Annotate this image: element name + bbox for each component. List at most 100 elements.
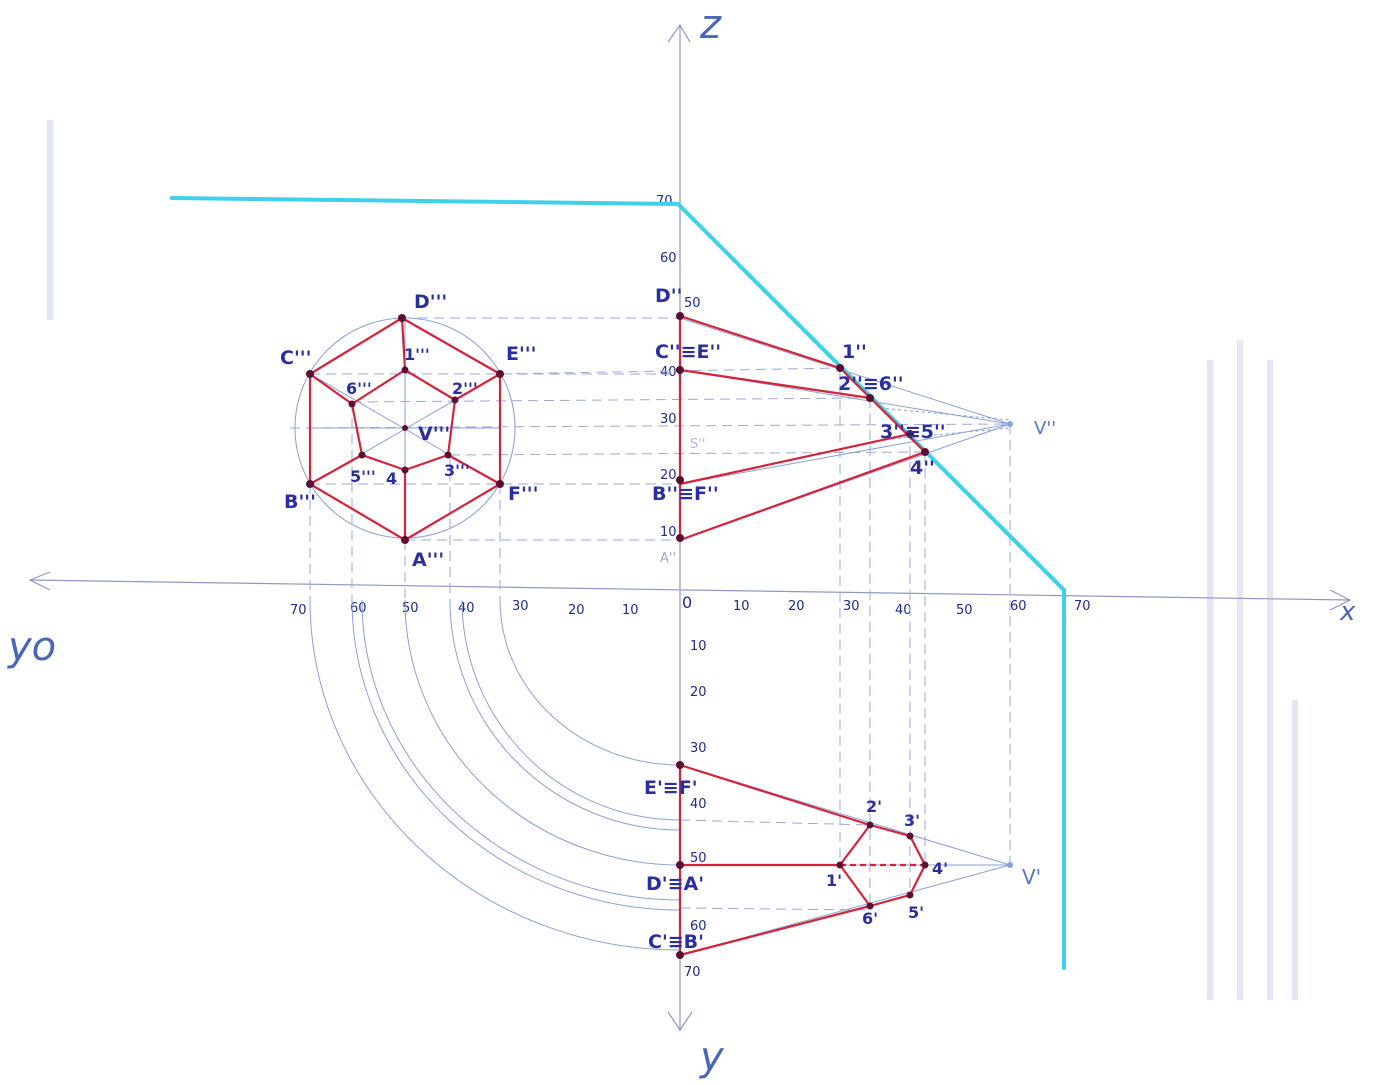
point bbox=[676, 861, 684, 869]
front-label-D: D'' bbox=[655, 285, 682, 307]
yo-tick: 20 bbox=[568, 603, 585, 618]
point bbox=[348, 400, 356, 408]
z-tick: 10 bbox=[660, 525, 677, 540]
point bbox=[451, 396, 459, 404]
point bbox=[496, 480, 504, 488]
point bbox=[306, 370, 314, 378]
x-tick: 40 bbox=[895, 603, 912, 618]
point bbox=[921, 861, 929, 869]
point bbox=[921, 448, 929, 456]
point bbox=[306, 480, 314, 488]
top-label-6: 6' bbox=[862, 909, 878, 928]
point bbox=[496, 370, 504, 378]
x-axis-label: x bbox=[1339, 597, 1356, 627]
front-label-BF: B''≡F'' bbox=[652, 483, 719, 505]
x-tick: 70 bbox=[1074, 599, 1091, 614]
z-tick: 50 bbox=[684, 296, 701, 311]
top-label-5: 5' bbox=[908, 903, 924, 922]
yo-axis-label: yo bbox=[7, 624, 56, 670]
side-label-V: V''' bbox=[418, 423, 450, 445]
point bbox=[676, 366, 684, 374]
y-tick: 30 bbox=[690, 741, 707, 756]
y-tick: 20 bbox=[690, 685, 707, 700]
point bbox=[401, 536, 409, 544]
point bbox=[836, 861, 844, 869]
top-label-1: 1' bbox=[826, 871, 842, 890]
y-ticks: 10 20 30 40 50 60 70 bbox=[684, 639, 707, 980]
x-tick: 10 bbox=[733, 599, 750, 614]
yo-tick: 10 bbox=[622, 603, 639, 618]
point bbox=[676, 534, 684, 542]
z-tick: 40 bbox=[660, 365, 677, 380]
front-label-S: S'' bbox=[690, 437, 705, 452]
top-label-4: 4' bbox=[932, 859, 948, 878]
point bbox=[676, 951, 684, 959]
front-label-A: A'' bbox=[660, 551, 676, 566]
point bbox=[676, 476, 684, 484]
point bbox=[906, 832, 914, 840]
x-tick: 60 bbox=[1010, 599, 1027, 614]
y-tick: 10 bbox=[690, 639, 707, 654]
y-tick: 70 bbox=[684, 965, 701, 980]
front-label-3-5: 3''≡5'' bbox=[880, 421, 946, 443]
point bbox=[676, 312, 684, 320]
top-label-2: 2' bbox=[866, 797, 882, 816]
top-label-DA: D'≡A' bbox=[646, 873, 704, 895]
point bbox=[401, 466, 409, 474]
front-label-CE: C''≡E'' bbox=[655, 341, 721, 363]
top-view: E'≡F' D'≡A' C'≡B' V' 1' 2' 3' 4' 5' 6' bbox=[644, 761, 1041, 959]
top-label-CB: C'≡B' bbox=[648, 931, 704, 953]
point bbox=[676, 761, 684, 769]
point bbox=[866, 902, 874, 910]
projection-lines bbox=[289, 317, 1011, 911]
side-label-1: 1''' bbox=[404, 345, 430, 364]
x-axis-line bbox=[29, 579, 1351, 601]
side-label-C: C''' bbox=[280, 347, 311, 369]
side-label-6: 6''' bbox=[346, 379, 372, 398]
point bbox=[358, 451, 366, 459]
front-label-1: 1'' bbox=[842, 341, 867, 363]
side-label-A: A''' bbox=[412, 549, 444, 571]
x-arrow-icon bbox=[1329, 589, 1352, 611]
point bbox=[906, 891, 914, 899]
cutting-plane-trace bbox=[170, 196, 1066, 970]
yo-arrow-icon bbox=[28, 571, 51, 591]
yo-tick: 30 bbox=[512, 599, 529, 614]
z-tick: 30 bbox=[660, 412, 677, 427]
y-tick: 50 bbox=[690, 851, 707, 866]
x-tick: 30 bbox=[843, 599, 860, 614]
front-label-2-6: 2''≡6'' bbox=[838, 373, 904, 395]
point bbox=[444, 451, 452, 459]
point bbox=[1007, 421, 1013, 427]
z-ticks: 10 20 30 40 50 60 70 bbox=[656, 194, 701, 540]
side-label-4: 4 bbox=[386, 469, 397, 488]
front-view: D'' C''≡E'' B''≡F'' A'' S'' V'' 1'' 2''≡… bbox=[652, 285, 1056, 566]
front-label-V: V'' bbox=[1034, 418, 1056, 439]
transfer-arcs bbox=[309, 599, 681, 951]
z-tick: 60 bbox=[660, 251, 677, 266]
bleed-through-marks bbox=[47, 120, 1298, 1000]
yo-tick: 40 bbox=[458, 601, 475, 616]
y-axis-label: y bbox=[699, 1034, 725, 1079]
z-axis-label: z bbox=[699, 2, 722, 48]
point bbox=[398, 314, 406, 322]
top-label-V: V' bbox=[1022, 865, 1041, 889]
y-tick: 60 bbox=[690, 919, 707, 934]
z-arrow-icon bbox=[667, 23, 691, 43]
y-arrow-icon bbox=[667, 1011, 693, 1032]
point bbox=[906, 430, 914, 438]
point bbox=[836, 364, 844, 372]
yo-ticks: 10 20 30 40 50 60 70 bbox=[290, 599, 639, 618]
side-label-F: F''' bbox=[508, 483, 538, 505]
front-label-4: 4'' bbox=[910, 457, 935, 479]
z-tick: 70 bbox=[656, 194, 673, 209]
yo-tick: 70 bbox=[290, 603, 307, 618]
side-label-D: D''' bbox=[414, 291, 447, 313]
yo-tick: 50 bbox=[402, 601, 419, 616]
side-label-E: E''' bbox=[506, 343, 536, 365]
point bbox=[866, 821, 874, 829]
x-ticks: 10 20 30 40 50 60 70 bbox=[733, 599, 1091, 618]
x-tick: 50 bbox=[956, 603, 973, 618]
